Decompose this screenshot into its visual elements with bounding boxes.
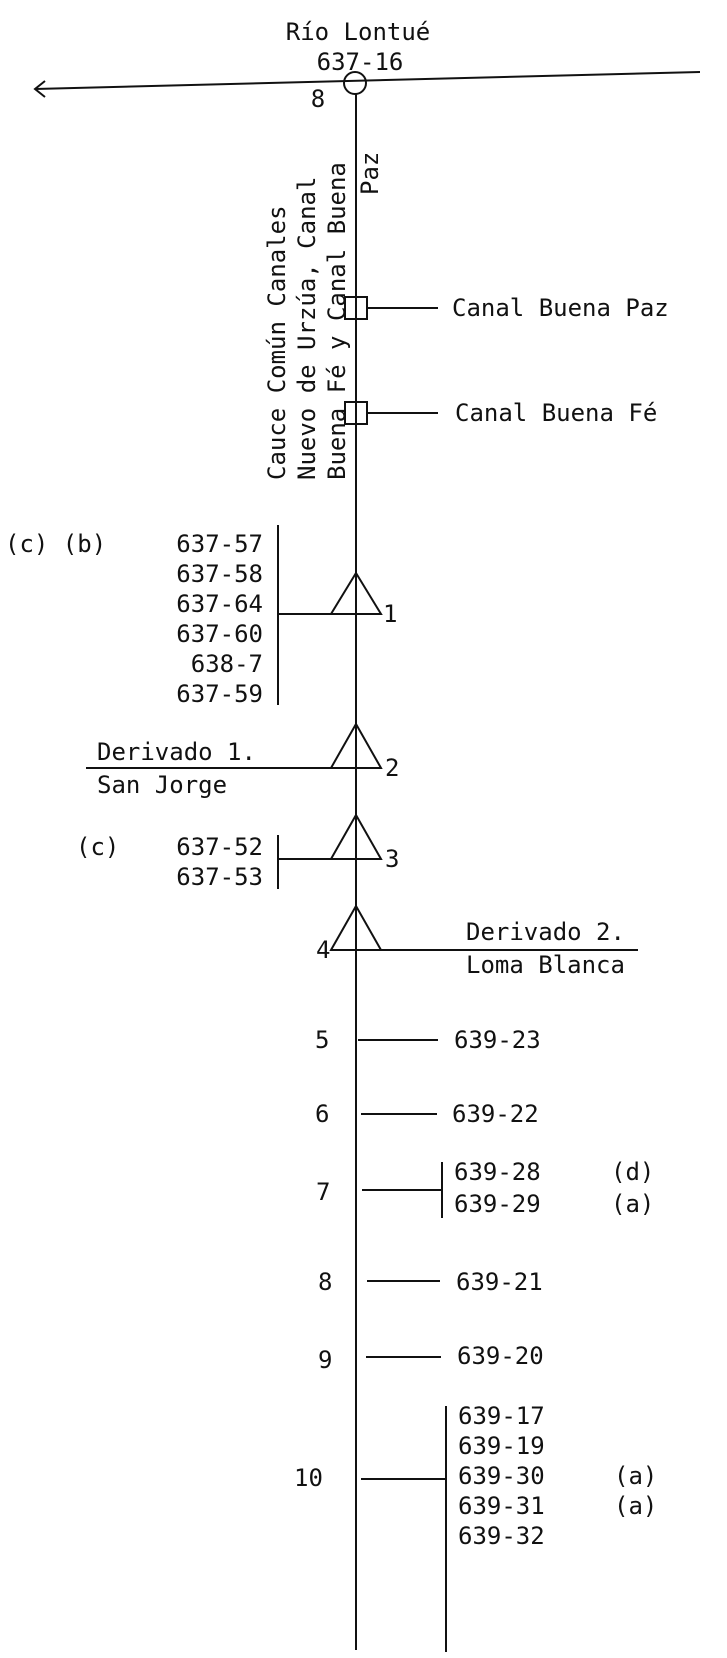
node-7-note: (a)	[611, 1190, 654, 1218]
node-2-derivado: Derivado 1.	[97, 738, 256, 766]
node-5-code: 639-23	[454, 1026, 541, 1054]
river-arrow-left	[33, 80, 46, 98]
channel-label-line-3: Buena Fé y Canal Buena	[323, 162, 351, 480]
node-10-code: 639-31	[458, 1492, 545, 1520]
node-3-code: 637-53	[176, 863, 263, 891]
node-3-number: 3	[385, 845, 399, 873]
node-7-code: 639-28	[454, 1158, 541, 1186]
node-3-notes: (c)	[76, 833, 119, 861]
node-1-notes: (c) (b)	[5, 530, 106, 558]
node-3-triangle	[329, 812, 383, 860]
node-4-name: Loma Blanca	[466, 951, 625, 979]
node-7-note: (d)	[611, 1158, 654, 1186]
node-4-derivado: Derivado 2.	[466, 918, 625, 946]
node-7-code: 639-29	[454, 1190, 541, 1218]
node-2-name: San Jorge	[97, 771, 227, 799]
canal-buena-fe-label: Canal Buena Fé	[455, 399, 657, 427]
node-1-code: 637-57	[176, 530, 263, 558]
node-2-number: 2	[385, 754, 399, 782]
node-10-code: 639-32	[458, 1522, 545, 1550]
river-line	[34, 71, 701, 90]
river-branch-number: 8	[311, 85, 325, 113]
node-8-number: 8	[318, 1268, 332, 1296]
node-6-code: 639-22	[452, 1100, 539, 1128]
channel-label-line-2: Nuevo de Urzúa, Canal	[293, 177, 321, 480]
node-5-number: 5	[315, 1026, 329, 1054]
node-1-code: 637-64	[176, 590, 263, 618]
node-8-code: 639-21	[456, 1268, 543, 1296]
node-10-code: 639-30	[458, 1462, 545, 1490]
river-name: Río Lontué	[286, 18, 431, 46]
node-1-code: 637-59	[176, 680, 263, 708]
node-1-code: 637-58	[176, 560, 263, 588]
node-10-number: 10	[294, 1464, 323, 1492]
node-10-note: (a)	[614, 1462, 657, 1490]
channel-label-continuation: Paz	[356, 152, 384, 195]
node-7-number: 7	[316, 1178, 330, 1206]
node-10-code: 639-19	[458, 1432, 545, 1460]
node-1-code: 638-7	[191, 650, 263, 678]
node-4-number: 4	[316, 936, 330, 964]
node-9-number: 9	[318, 1346, 332, 1374]
node-9-code: 639-20	[457, 1342, 544, 1370]
river-code: 637-16	[317, 48, 404, 76]
node-1-code: 637-60	[176, 620, 263, 648]
node-10-code: 639-17	[458, 1402, 545, 1430]
node-6-number: 6	[315, 1100, 329, 1128]
node-10-note: (a)	[614, 1492, 657, 1520]
channel-label-line-1: Cauce Común Canales	[263, 205, 291, 480]
node-1-triangle	[329, 571, 383, 615]
canal-buena-paz-label: Canal Buena Paz	[452, 294, 669, 322]
node-3-code: 637-52	[176, 833, 263, 861]
node-1-number: 1	[383, 600, 397, 628]
